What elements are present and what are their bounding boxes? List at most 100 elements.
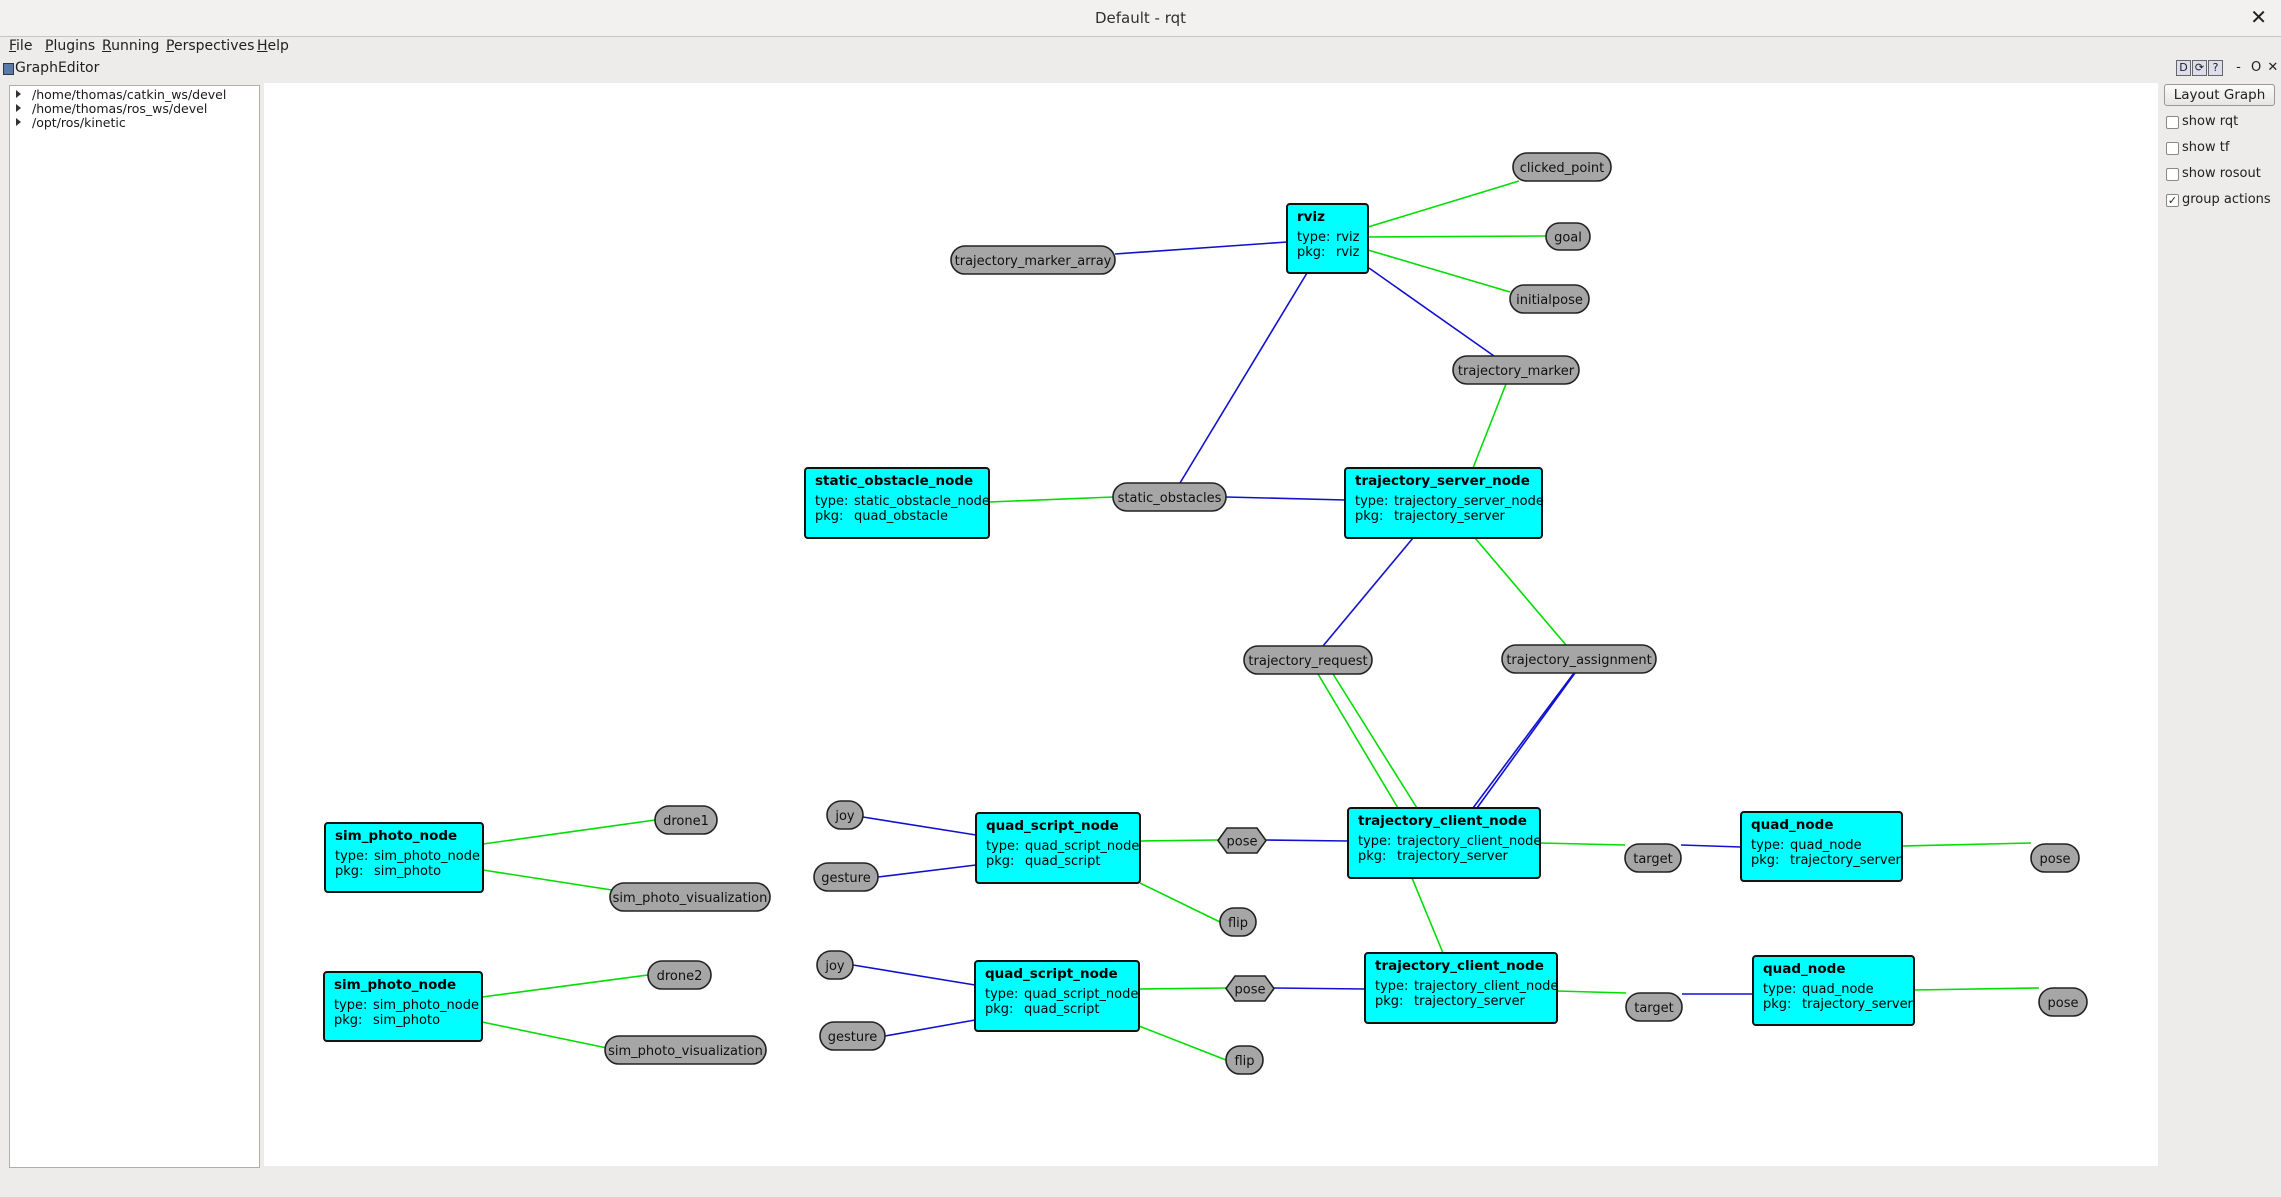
topic-traj-marker-array[interactable]: trajectory_marker_array — [950, 245, 1116, 275]
topic-pose-h1[interactable]: pose — [1217, 827, 1267, 854]
node-static-obstacle[interactable]: static_obstacle_nodetype:static_obstacle… — [804, 467, 990, 539]
menu-plugins[interactable]: Plugins — [45, 38, 96, 54]
topic-ellipse-shape — [1225, 1045, 1264, 1075]
show-rqt-checkbox[interactable] — [2166, 116, 2179, 129]
topic-drone2[interactable]: drone2 — [647, 960, 712, 990]
plugin-header: GraphEditor D⟳? - O ✕ — [0, 58, 2281, 80]
topic-traj-request[interactable]: trajectory_request — [1243, 645, 1373, 675]
help-icon[interactable]: ? — [2208, 60, 2223, 76]
topic-spv2[interactable]: sim_photo_visualization — [604, 1035, 767, 1065]
node-sim1[interactable]: sim_photo_nodetype:sim_photo_nodepkg:sim… — [324, 822, 484, 893]
publish-edge — [1332, 673, 1418, 809]
topic-gesture2[interactable]: gesture — [819, 1021, 886, 1051]
node-pkg-value: sim_photo — [373, 1013, 440, 1028]
topic-label: clicked_point — [1520, 161, 1605, 176]
topic-joy2[interactable]: joy — [816, 950, 854, 980]
tree-item-label: /opt/ros/kinetic — [32, 115, 126, 130]
tree-item-label: /home/thomas/ros_ws/devel — [32, 101, 208, 116]
topic-static-obstacles[interactable]: static_obstacles — [1112, 482, 1227, 512]
topic-drone1[interactable]: drone1 — [654, 805, 718, 835]
tree-item[interactable]: /opt/ros/kinetic — [10, 115, 250, 130]
publish-edge — [1411, 877, 1444, 954]
dock-icon[interactable]: D — [2176, 60, 2191, 76]
node-qs1[interactable]: quad_script_nodetype:quad_script_nodepkg… — [975, 812, 1141, 884]
topic-label: trajectory_request — [1248, 654, 1367, 669]
expand-arrow-icon[interactable] — [16, 118, 21, 126]
topic-label: pose — [1227, 835, 1258, 850]
topic-joy1[interactable]: joy — [826, 800, 864, 830]
topic-clicked-point[interactable]: clicked_point — [1512, 152, 1612, 182]
topic-pose-r2[interactable]: pose — [2038, 987, 2088, 1017]
node-name: static_obstacle_node — [815, 473, 973, 489]
menu-running[interactable]: Running — [102, 38, 160, 54]
topic-traj-assignment[interactable]: trajectory_assignment — [1501, 644, 1657, 674]
topic-ellipse-shape — [950, 245, 1116, 275]
node-traj-server[interactable]: trajectory_server_nodetype:trajectory_se… — [1344, 467, 1544, 539]
topic-gesture1[interactable]: gesture — [813, 862, 879, 892]
menu-file[interactable]: File — [9, 38, 33, 54]
node-type-value: sim_photo_node — [373, 998, 479, 1013]
expand-arrow-icon[interactable] — [16, 90, 21, 98]
options-plugin-icon[interactable]: O — [2250, 60, 2262, 75]
package-tree[interactable]: /home/thomas/catkin_ws/devel /home/thoma… — [9, 85, 260, 1168]
topic-ellipse-shape — [1501, 644, 1657, 674]
publish-edge — [1367, 180, 1520, 228]
node-quad1[interactable]: quad_nodetype:quad_nodepkg:trajectory_se… — [1740, 811, 1903, 882]
show-rosout-checkbox[interactable] — [2166, 168, 2179, 181]
topic-ellipse-shape — [604, 1035, 767, 1065]
node-type-key: type: — [334, 998, 367, 1013]
topic-traj-marker[interactable]: trajectory_marker — [1452, 355, 1580, 385]
tree-item[interactable]: /home/thomas/ros_ws/devel — [10, 101, 250, 116]
topic-goal[interactable]: goal — [1545, 222, 1591, 251]
publish-edge — [1138, 987, 1227, 990]
show-tf-checkbox[interactable] — [2166, 142, 2179, 155]
expand-arrow-icon[interactable] — [16, 104, 21, 112]
node-sim2[interactable]: sim_photo_nodetype:sim_photo_nodepkg:sim… — [323, 971, 483, 1042]
node-quad2[interactable]: quad_nodetype:quad_nodepkg:trajectory_se… — [1752, 955, 1915, 1026]
topic-ellipse-shape — [1112, 482, 1227, 512]
minimize-plugin-icon[interactable]: - — [2236, 60, 2241, 75]
node-tc2[interactable]: trajectory_client_nodetype:trajectory_cl… — [1364, 952, 1558, 1024]
publish-edge — [482, 819, 656, 845]
node-name: sim_photo_node — [335, 828, 457, 844]
publish-edge — [1367, 249, 1511, 293]
tree-item[interactable]: /home/thomas/catkin_ws/devel — [10, 87, 250, 102]
menu-perspectives[interactable]: Perspectives — [166, 38, 255, 54]
close-plugin-icon[interactable]: ✕ — [2267, 60, 2279, 75]
topic-initialpose[interactable]: initialpose — [1509, 284, 1590, 314]
topic-label: flip — [1234, 1054, 1254, 1069]
show-rqt-label: show rqt — [2182, 114, 2239, 129]
node-box-shape — [323, 971, 483, 1042]
group-actions-checkbox[interactable]: ✓ — [2166, 194, 2179, 207]
topic-pose-r1[interactable]: pose — [2030, 843, 2080, 873]
topic-pose-h2[interactable]: pose — [1225, 975, 1275, 1002]
node-tc1[interactable]: trajectory_client_nodetype:trajectory_cl… — [1347, 807, 1541, 879]
layout-graph-button[interactable]: Layout Graph — [2164, 84, 2275, 106]
close-window-icon[interactable]: ✕ — [2250, 5, 2267, 29]
node-name: rviz — [1297, 209, 1325, 225]
node-pkg-key: pkg: — [815, 509, 843, 524]
publish-edge — [481, 1021, 608, 1049]
topic-spv1[interactable]: sim_photo_visualization — [609, 882, 771, 912]
node-qs2[interactable]: quad_script_nodetype:quad_script_nodepkg… — [974, 960, 1140, 1032]
node-pkg-key: pkg: — [334, 1013, 362, 1028]
topic-ellipse-shape — [2038, 987, 2088, 1017]
topic-target1[interactable]: target — [1624, 843, 1682, 873]
reload-icon[interactable]: ⟳ — [2192, 60, 2207, 76]
group-actions-label: group actions — [2182, 192, 2271, 207]
subscribe-edge — [1476, 672, 1576, 809]
publish-edge — [1139, 882, 1221, 923]
menu-bar: File Plugins Running Perspectives Help — [0, 36, 2281, 58]
menu-help[interactable]: Help — [257, 38, 289, 54]
topic-flip1[interactable]: flip — [1219, 907, 1257, 937]
node-pkg-key: pkg: — [1763, 997, 1791, 1012]
publish-edge — [1539, 842, 1626, 846]
topic-flip2[interactable]: flip — [1225, 1045, 1264, 1075]
subscribe-edge — [877, 864, 977, 878]
topic-target2[interactable]: target — [1625, 992, 1683, 1022]
node-type-value: static_obstacle_node — [854, 494, 990, 509]
